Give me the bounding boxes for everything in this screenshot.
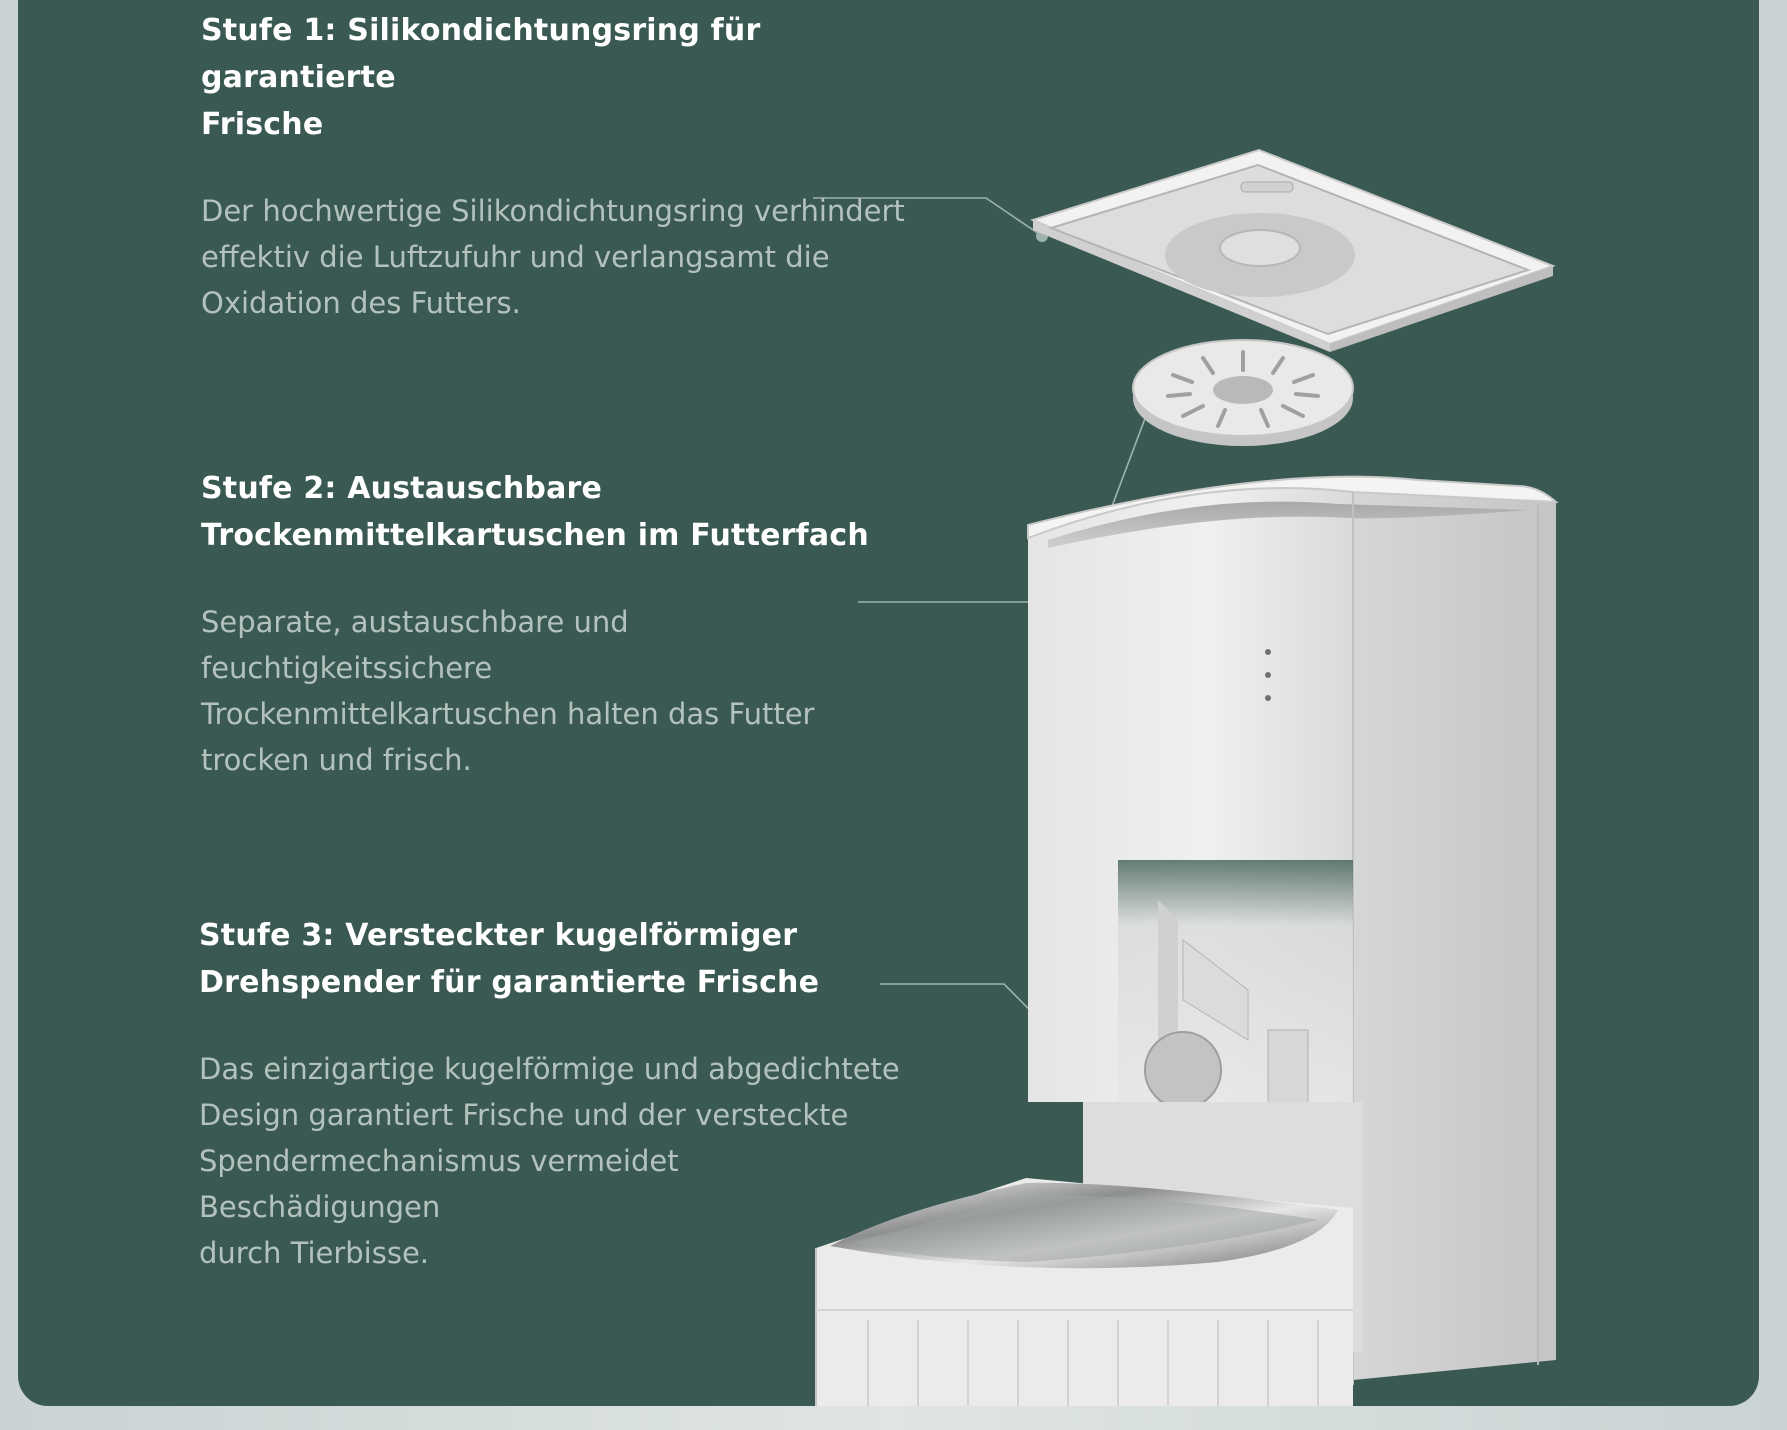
feature-title: Stufe 1: Silikondichtungsring für garant… [201,7,921,148]
lid-with-silicone-ring [1030,148,1556,352]
feature-desc-line: Das einzigartige kugelförmige und abgedi… [199,1052,900,1086]
feature-title-line: Drehspender für garantierte Frische [199,965,820,1000]
pet-feeder-illustration [813,148,1559,1406]
feature-description: Das einzigartige kugelförmige und abgedi… [199,1046,919,1276]
steel-food-bowl [815,1178,1353,1406]
feature-stage-3: Stufe 3: Versteckter kugelförmiger Drehs… [199,912,919,1276]
feature-title: Stufe 3: Versteckter kugelförmiger Drehs… [199,912,919,1006]
feature-desc-line: Design garantiert Frische und der verste… [199,1098,849,1132]
feature-desc-line: trocken und frisch. [201,743,472,777]
feature-desc-line: durch Tierbisse. [199,1236,430,1270]
feature-description: Separate, austauschbare und feuchtigkeit… [201,599,921,783]
feature-title-line: Stufe 1: Silikondichtungsring für garant… [201,13,761,95]
feature-panel: Stufe 1: Silikondichtungsring für garant… [18,0,1759,1406]
feature-desc-line: Oxidation des Futters. [201,286,521,320]
feature-desc-line: Der hochwertige Silikondichtungsring ver… [201,194,905,228]
feature-title-line: Frische [201,107,324,142]
feature-desc-line: Trockenmittelkartuschen halten das Futte… [201,697,815,731]
feature-desc-line: Spendermechanismus vermeidet Beschädigun… [199,1144,679,1224]
feature-desc-line: effektiv die Luftzufuhr und verlangsamt … [201,240,830,274]
callout-line-stage-1 [813,197,1043,237]
feature-stage-2: Stufe 2: Austauschbare Trockenmittelkart… [201,465,921,783]
feature-title-line: Stufe 3: Versteckter kugelförmiger [199,918,798,953]
feature-title-line: Stufe 2: Austauschbare [201,471,603,506]
feature-stage-1: Stufe 1: Silikondichtungsring für garant… [201,7,921,326]
feature-description: Der hochwertige Silikondichtungsring ver… [201,188,921,326]
desiccant-cartridge [1132,339,1354,446]
feature-desc-line: Separate, austauschbare und feuchtigkeit… [201,605,629,685]
feature-title-line: Trockenmittelkartuschen im Futterfach [201,518,869,553]
feature-title: Stufe 2: Austauschbare Trockenmittelkart… [201,465,921,559]
